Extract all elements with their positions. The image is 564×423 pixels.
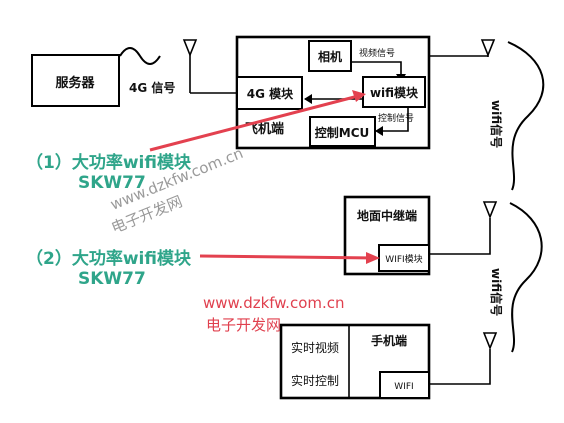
video-signal-line (351, 61, 402, 77)
wifi-signal-label-2: wifi信号 (489, 268, 504, 316)
antenna-icon (480, 39, 496, 58)
antenna-icon (482, 332, 498, 351)
wifi-signal-label-1: wifi信号 (489, 100, 504, 148)
control-mcu-label: 控制MCU (315, 125, 370, 140)
arrow-head (375, 126, 383, 136)
signal-wave-wifi (507, 41, 545, 191)
camera-box (308, 40, 352, 72)
callout-1-line-1: （1）大功率wifi模块 (26, 152, 192, 173)
camera-label: 相机 (318, 49, 342, 64)
phone-wifi-label: WIFI (394, 382, 413, 392)
callout-2-line-1: （2）大功率wifi模块 (26, 248, 192, 269)
server-label: 服务器 (55, 75, 95, 91)
wifi-module-box (362, 76, 426, 108)
watermark-2-name: 电子开发网 (206, 316, 281, 334)
phone-end-label: 手机端 (371, 333, 407, 348)
control-signal-line (376, 108, 409, 132)
server-box (31, 54, 120, 107)
antenna-icon (482, 201, 498, 220)
control-signal-label: 控制信号 (378, 112, 414, 124)
control-mcu-box (309, 116, 376, 147)
aircraft-end-label: 飞机端 (245, 121, 284, 137)
link-4g-label: 4G 信号 (129, 80, 175, 95)
antenna-icon (182, 39, 198, 93)
arrow-head (304, 94, 312, 104)
module-4g-label: 4G 模块 (247, 86, 294, 101)
video-signal-label: 视频信号 (359, 47, 395, 59)
ground-relay-label: 地面中继端 (357, 208, 417, 223)
signal-wave-4g (119, 47, 161, 65)
signal-wave-wifi (509, 202, 543, 353)
module-4g-box (236, 76, 303, 110)
phone-wifi-box (379, 371, 430, 399)
callout-1-line-2: SKW77 (78, 173, 146, 193)
callout-arrow-1 (149, 90, 366, 152)
realtime-control-label: 实时控制 (291, 373, 339, 388)
callout-arrow-2 (199, 252, 380, 264)
watermark-2-url: www.dzkfw.com.cn (203, 294, 345, 312)
wifi-module-label: wifi模块 (370, 85, 419, 100)
realtime-video-label: 实时视频 (291, 340, 339, 355)
wire-relay-antenna (429, 218, 491, 255)
wire-phone-antenna (429, 349, 491, 385)
ground-wifi-module-label: WIFI模块 (385, 253, 422, 265)
callout-2-line-2: SKW77 (78, 269, 146, 289)
